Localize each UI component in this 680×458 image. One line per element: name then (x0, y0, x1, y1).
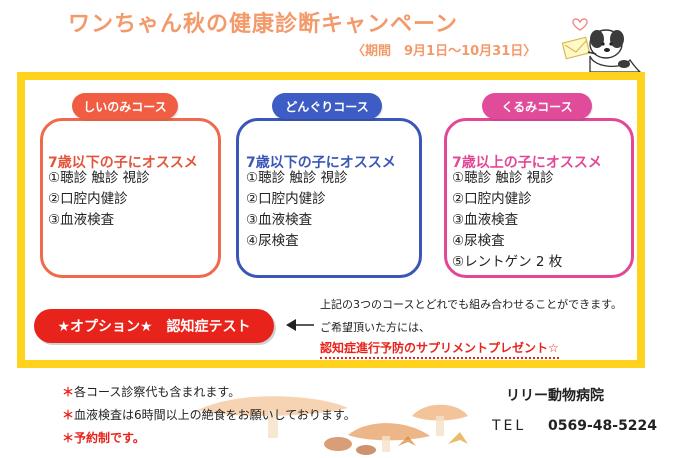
course-name-kurumi: くるみコース (482, 93, 592, 119)
option-note-request: ご希望頂いた方には、 (320, 321, 430, 334)
footer-note-text: 血液検査は6時間以上の絶食をお願いしております。 (74, 408, 356, 422)
arrow-left-icon (286, 319, 314, 331)
course-name-donguri: どんぐりコース (272, 93, 382, 119)
footer-note-reservation: ＊予約制です。 (62, 429, 145, 446)
course-item: ①聴診 触診 視診 (48, 170, 150, 186)
course-item: ④尿検査 (246, 233, 299, 249)
footer-note-fasting: ＊血液検査は6時間以上の絶食をお願いしております。 (62, 406, 356, 423)
footer-note-fee: ＊各コース診察代も含まれます。 (62, 383, 240, 400)
course-target-donguri: 7歳以下の子にオススメ (246, 155, 396, 171)
option-note-present: 認知症進行予防のサプリメントプレゼント☆ (320, 339, 559, 359)
asterisk: ＊ (62, 408, 75, 422)
course-items-shiinomi: ①聴診 触診 視診 ②口腔内健診 ③血液検査 (48, 168, 150, 231)
footer-note-text: 予約制です。 (74, 431, 145, 445)
dog-with-letter-icon (561, 18, 642, 73)
course-item: ②口腔内健診 (452, 191, 532, 207)
asterisk: ＊ (62, 431, 75, 445)
course-target-kurumi: 7歳以上の子にオススメ (452, 155, 602, 171)
course-card-kurumi (444, 118, 634, 278)
campaign-period: 〈期間 9月1日〜10月31日〉 (352, 44, 537, 59)
course-items-donguri: ①聴診 触診 視診 ②口腔内健診 ③血液検査 ④尿検査 (246, 168, 348, 252)
course-card-shiinomi (40, 118, 221, 278)
course-item: ②口腔内健診 (48, 191, 128, 207)
tel-label: TEL (492, 418, 527, 434)
course-item: ①聴診 触診 視診 (246, 170, 348, 186)
course-item: ①聴診 触診 視診 (452, 170, 554, 186)
clinic-name: リリー動物病院 (506, 388, 604, 404)
course-item: ③血液検査 (452, 212, 519, 228)
course-item: ③血液検査 (48, 212, 115, 228)
footer-note-text: 各コース診察代も含まれます。 (74, 385, 241, 399)
course-item: ②口腔内健診 (246, 191, 326, 207)
phone-number: 0569-48-5224 (548, 418, 658, 434)
option-dementia-test: ★オプション★ 認知症テスト (34, 309, 274, 343)
course-items-kurumi: ①聴診 触診 視診 ②口腔内健診 ③血液検査 ④尿検査 ⑤レントゲン 2 枚 (452, 168, 562, 273)
course-item: ⑤レントゲン 2 枚 (452, 254, 563, 270)
course-name-shiinomi: しいのみコース (72, 93, 178, 119)
autumn-leaves-mushrooms-icon (198, 396, 468, 455)
asterisk: ＊ (62, 385, 75, 399)
option-note-combination: 上記の3つのコースとどれでも組み合わせることができます。 (320, 298, 623, 311)
course-card-donguri (236, 118, 422, 278)
course-item: ③血液検査 (246, 212, 313, 228)
course-item: ④尿検査 (452, 233, 505, 249)
campaign-title: ワンちゃん秋の健康診断キャンペーン (68, 12, 458, 37)
course-target-shiinomi: 7歳以下の子にオススメ (48, 155, 198, 171)
